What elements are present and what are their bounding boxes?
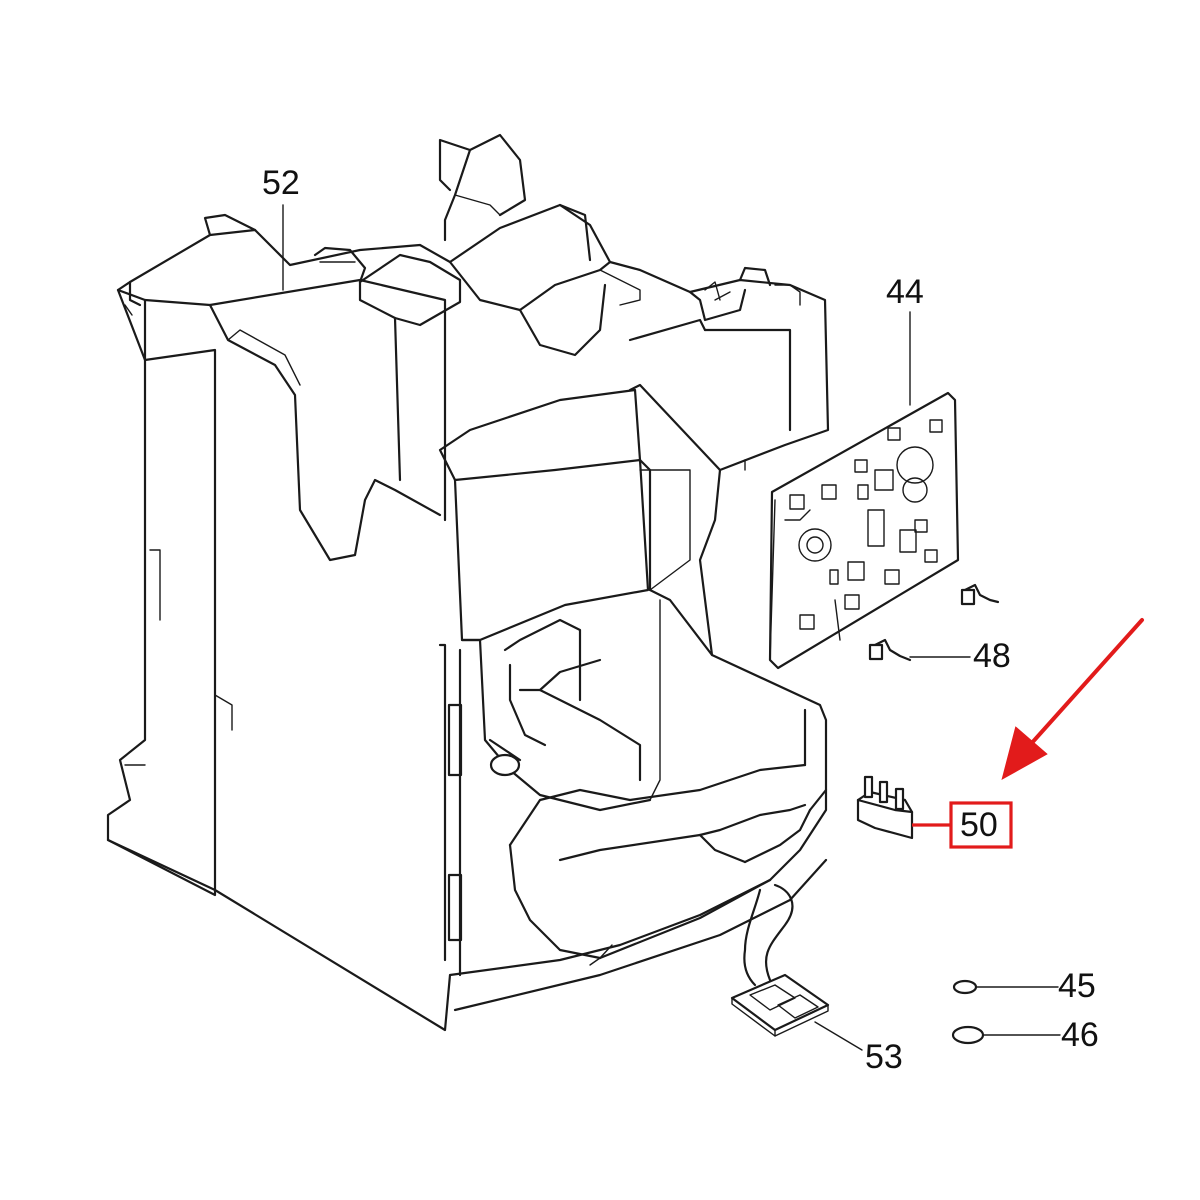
o-ring-45	[952, 979, 978, 995]
label-part-44: 44	[886, 273, 924, 311]
label-part-53: 53	[865, 1038, 903, 1076]
o-ring-46	[951, 1025, 985, 1045]
label-part-48: 48	[973, 637, 1011, 675]
label-part-46: 46	[1061, 1016, 1099, 1054]
label-part-50: 50	[960, 806, 998, 844]
highlight-box	[949, 801, 1013, 849]
housing-frame	[106, 133, 830, 1032]
sensor-pad-53	[730, 883, 830, 1037]
circuit-board-44	[768, 391, 960, 670]
label-part-52: 52	[262, 164, 300, 202]
connector-part-50	[856, 775, 914, 840]
leader-53	[814, 1021, 863, 1051]
highlight-callout	[912, 618, 1144, 849]
red-arrow-icon	[1001, 618, 1144, 781]
leader-lines	[282, 204, 1061, 1051]
label-part-45: 45	[1058, 967, 1096, 1005]
screws-48	[868, 583, 1000, 662]
